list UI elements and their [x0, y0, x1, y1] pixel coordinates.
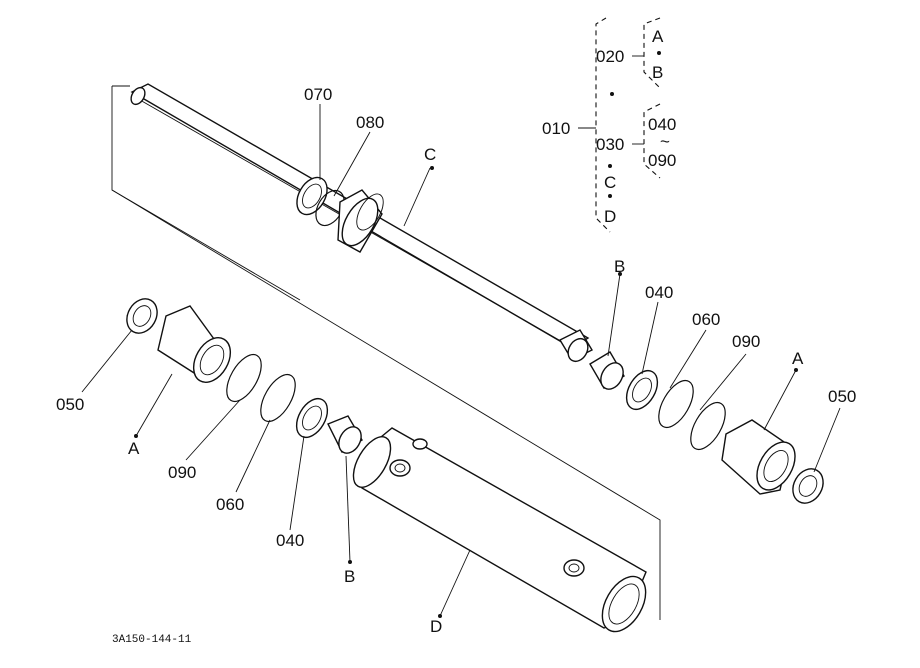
o-ring-090-left[interactable] — [220, 349, 269, 407]
assembly-frame — [111, 85, 661, 620]
backup-ring-060-left[interactable] — [254, 369, 303, 427]
tree-label-090: 090 — [648, 151, 676, 170]
label-b-left: B — [344, 567, 355, 586]
cylinder-tube-d[interactable] — [346, 427, 655, 639]
drawing-code: 3A150-144-11 — [112, 634, 192, 646]
bushing-b-right[interactable] — [589, 351, 628, 393]
label-a-right: A — [792, 349, 804, 368]
tree-label-020: 020 — [596, 47, 624, 66]
label-040-left: 040 — [276, 531, 304, 550]
wiper-seal-050-right[interactable] — [787, 463, 829, 508]
label-090-right: 090 — [732, 332, 760, 351]
piston-seal-040-left[interactable] — [290, 393, 334, 442]
rod-seal-070[interactable] — [291, 172, 334, 220]
leader-lines — [81, 104, 841, 617]
backup-ring-060-right[interactable] — [652, 375, 701, 433]
gland-a-left[interactable] — [157, 305, 238, 389]
label-070: 070 — [304, 85, 332, 104]
tree-label-010: 010 — [542, 119, 570, 138]
piston-seal-040-right[interactable] — [620, 365, 664, 414]
parts-hierarchy-tree — [578, 17, 661, 233]
label-050-left: 050 — [56, 395, 84, 414]
label-d: D — [430, 617, 442, 636]
tree-label-040: 040 — [648, 115, 676, 134]
label-b-right: B — [614, 257, 625, 276]
label-080: 080 — [356, 113, 384, 132]
piston-on-rod[interactable] — [335, 189, 389, 253]
label-090-left: 090 — [168, 463, 196, 482]
label-060-right: 060 — [692, 310, 720, 329]
bushing-b-left[interactable] — [327, 415, 366, 457]
tree-label-d: D — [604, 207, 616, 226]
tree-label-a: A — [652, 27, 664, 46]
label-c: C — [424, 145, 436, 164]
tree-label-tilde: ~ — [660, 132, 670, 151]
label-040-right: 040 — [645, 283, 673, 302]
label-060-left: 060 — [216, 495, 244, 514]
tree-label-b: B — [652, 63, 663, 82]
leader-dots — [134, 166, 798, 618]
o-ring-090-right[interactable] — [684, 397, 733, 455]
tree-label-c: C — [604, 173, 616, 192]
label-050-right: 050 — [828, 387, 856, 406]
gland-a-right[interactable] — [721, 419, 803, 497]
tree-label-030: 030 — [596, 135, 624, 154]
wiper-seal-050-left[interactable] — [121, 293, 163, 338]
label-a-left: A — [128, 439, 140, 458]
